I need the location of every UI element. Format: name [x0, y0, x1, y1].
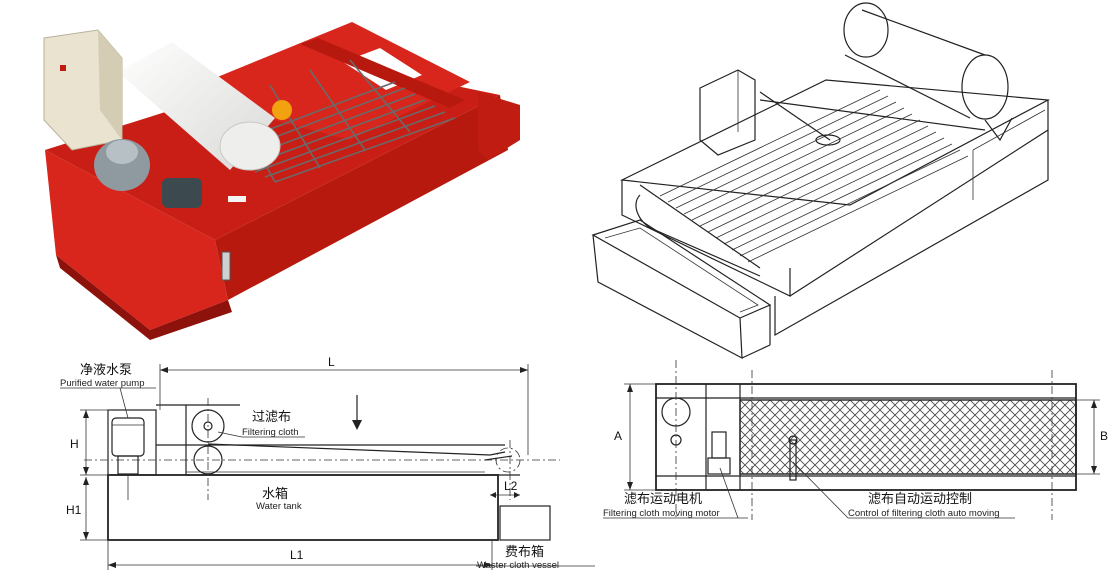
dim-L1: L1	[290, 548, 304, 562]
dim-A: A	[614, 429, 622, 443]
dim-L2: L2	[504, 479, 518, 493]
pump-label-en: Purified water pump	[60, 378, 144, 389]
pump-label-cn: 净液水泵	[80, 363, 132, 378]
float-ball	[272, 100, 292, 120]
name-plate	[228, 196, 246, 202]
cloth-label-en: Filtering cloth	[242, 427, 299, 438]
pump-support	[107, 409, 157, 476]
purified-water-pump-symbol	[111, 417, 145, 500]
pump-motor-cap	[106, 140, 138, 164]
drive-motor	[162, 178, 202, 208]
cabinet-indicator	[60, 65, 66, 71]
iso-conveyor-slats	[659, 89, 969, 263]
iso-conveyor-curve	[635, 194, 761, 277]
control-cabinet-side	[98, 30, 122, 140]
control-label-en: Control of filtering cloth auto moving	[848, 508, 1000, 519]
side-view-drawing: 净液水泵 Purified water pump 过滤布 Filtering c…	[60, 355, 595, 571]
dim-H: H	[70, 437, 79, 451]
paper-band-filter-photo	[43, 22, 520, 340]
cloth-label-cn: 过滤布	[252, 410, 291, 425]
waste-cloth-vessel	[499, 505, 551, 541]
iso-float	[815, 134, 841, 146]
top-view-drawing: 滤布运动电机 Filtering cloth moving motor 滤布自动…	[603, 360, 1108, 520]
tank-label-cn: 水箱	[262, 486, 288, 502]
tank-label-en: Water tank	[256, 501, 302, 512]
water-tank-outline	[107, 474, 499, 541]
moving-motor-symbol	[711, 431, 727, 459]
dim-L: L	[328, 355, 335, 369]
level-gauge	[221, 251, 231, 281]
dim-H1: H1	[66, 503, 82, 517]
motor-label-en: Filtering cloth moving motor	[603, 508, 720, 519]
auto-control-sensor	[789, 439, 797, 481]
iso-housing-front	[621, 180, 791, 297]
iso-roll-end	[961, 54, 1009, 120]
dim-B: B	[1100, 429, 1108, 443]
tank-side-face	[215, 95, 508, 300]
vessel-label-cn: 费布箱	[505, 544, 544, 560]
motor-label-cn: 滤布运动电机	[624, 492, 702, 507]
iso-tank-body	[592, 234, 743, 360]
iso-cabinet	[699, 69, 756, 156]
control-label-cn: 滤布自动运动控制	[868, 492, 972, 507]
paper-band-filter-isometric	[591, 2, 1051, 360]
end-box	[478, 92, 520, 160]
iso-housing-top	[619, 79, 1051, 206]
tank-bottom-edge	[56, 255, 232, 340]
tank-front-face	[45, 150, 228, 330]
vessel-label-en: Waster cloth vessel	[477, 560, 559, 571]
paper-roll-end	[219, 121, 281, 171]
frame-rail	[300, 38, 465, 108]
